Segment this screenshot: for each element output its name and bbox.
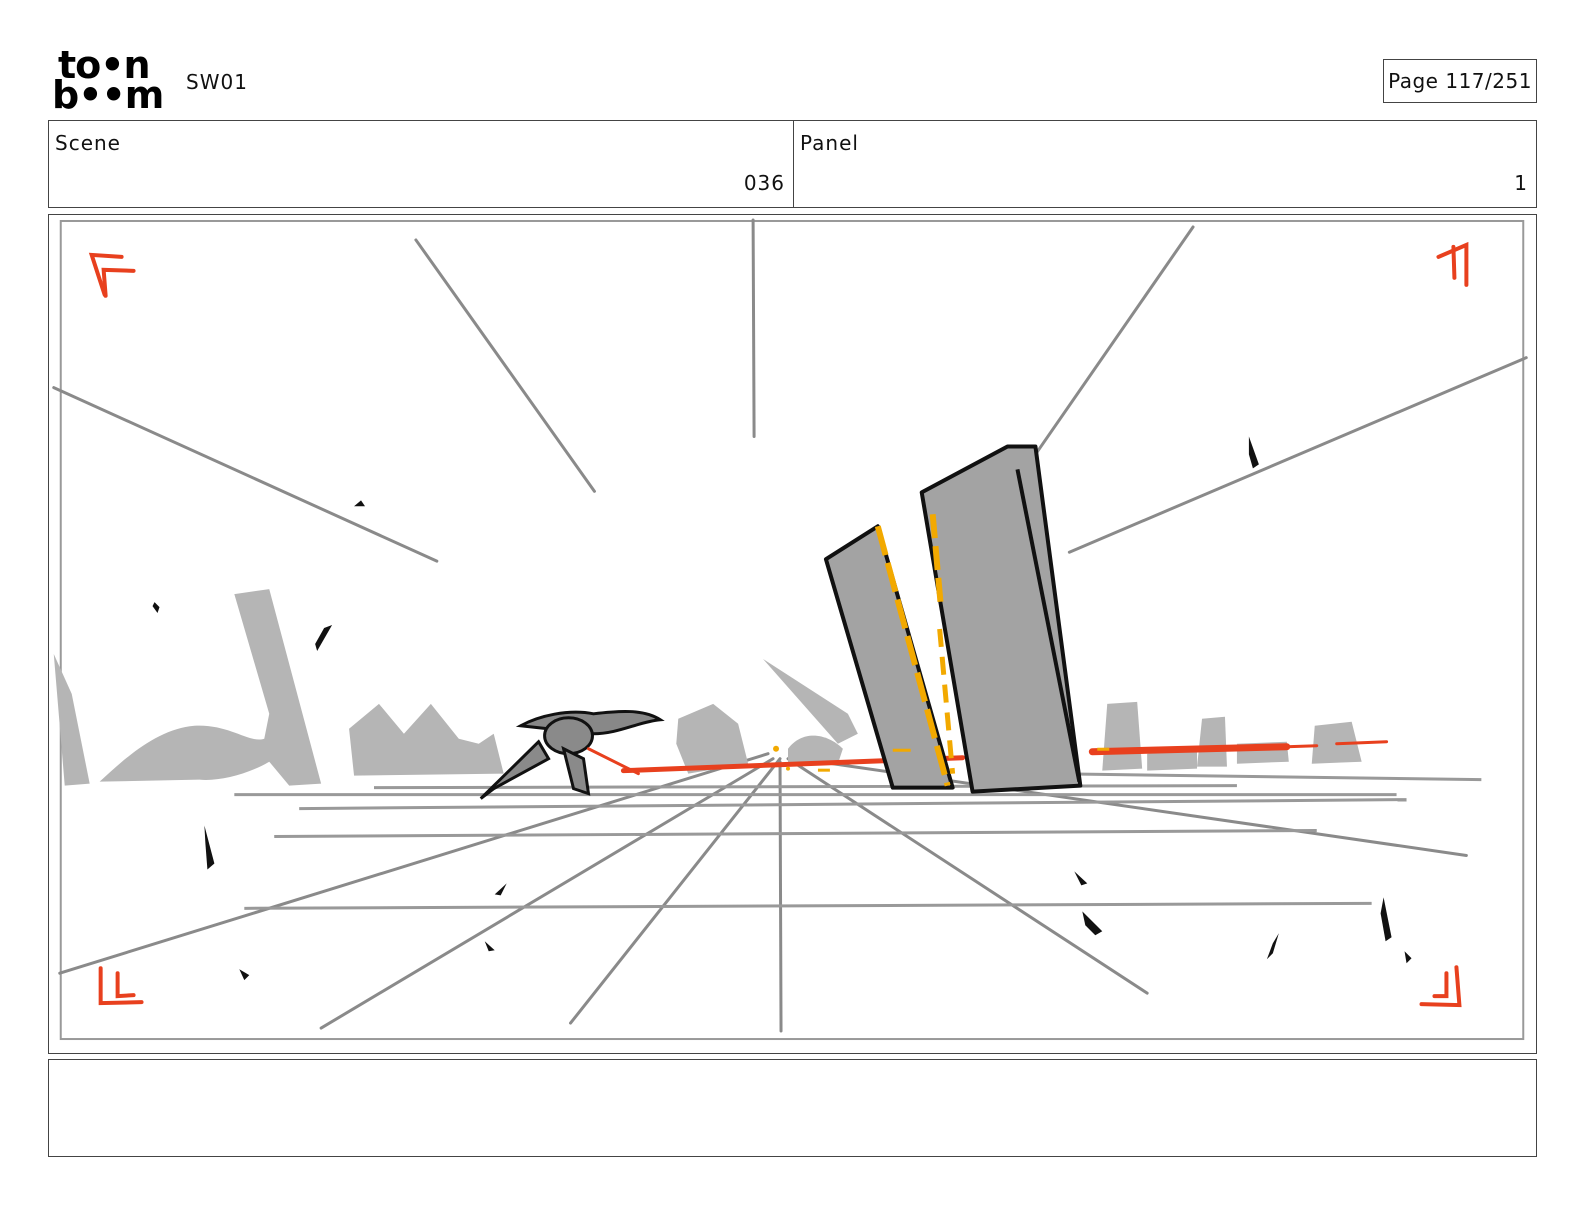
logo-text-bottom: b••m	[52, 73, 164, 117]
pillar-small	[823, 524, 955, 790]
panel-label: Panel	[800, 131, 859, 155]
scene-label: Scene	[55, 131, 121, 155]
project-name: SW01	[186, 70, 248, 94]
frame-corner-marks	[88, 241, 1469, 1008]
panel-drawing	[52, 218, 1528, 1041]
storyboard-panel	[48, 214, 1537, 1054]
sparks	[773, 745, 1110, 772]
toonboom-logo: to•n b••m	[52, 43, 164, 117]
panel-cell: Panel 1	[794, 121, 1536, 207]
character	[479, 709, 665, 800]
speed-lines	[52, 218, 1528, 1033]
logo-text-top: to•n	[58, 43, 151, 87]
background-rocks	[53, 589, 1362, 786]
page-number: Page 117/251	[1383, 59, 1537, 103]
scene-panel-info: Scene 036 Panel 1	[48, 120, 1537, 208]
safe-frame	[59, 219, 1525, 1041]
scene-cell: Scene 036	[49, 121, 794, 207]
pillar-large	[919, 444, 1083, 794]
debris	[152, 436, 1412, 981]
scene-value: 036	[743, 171, 785, 195]
panel-notes	[48, 1059, 1537, 1157]
floor-grid	[234, 772, 1482, 910]
panel-value: 1	[1514, 171, 1528, 195]
